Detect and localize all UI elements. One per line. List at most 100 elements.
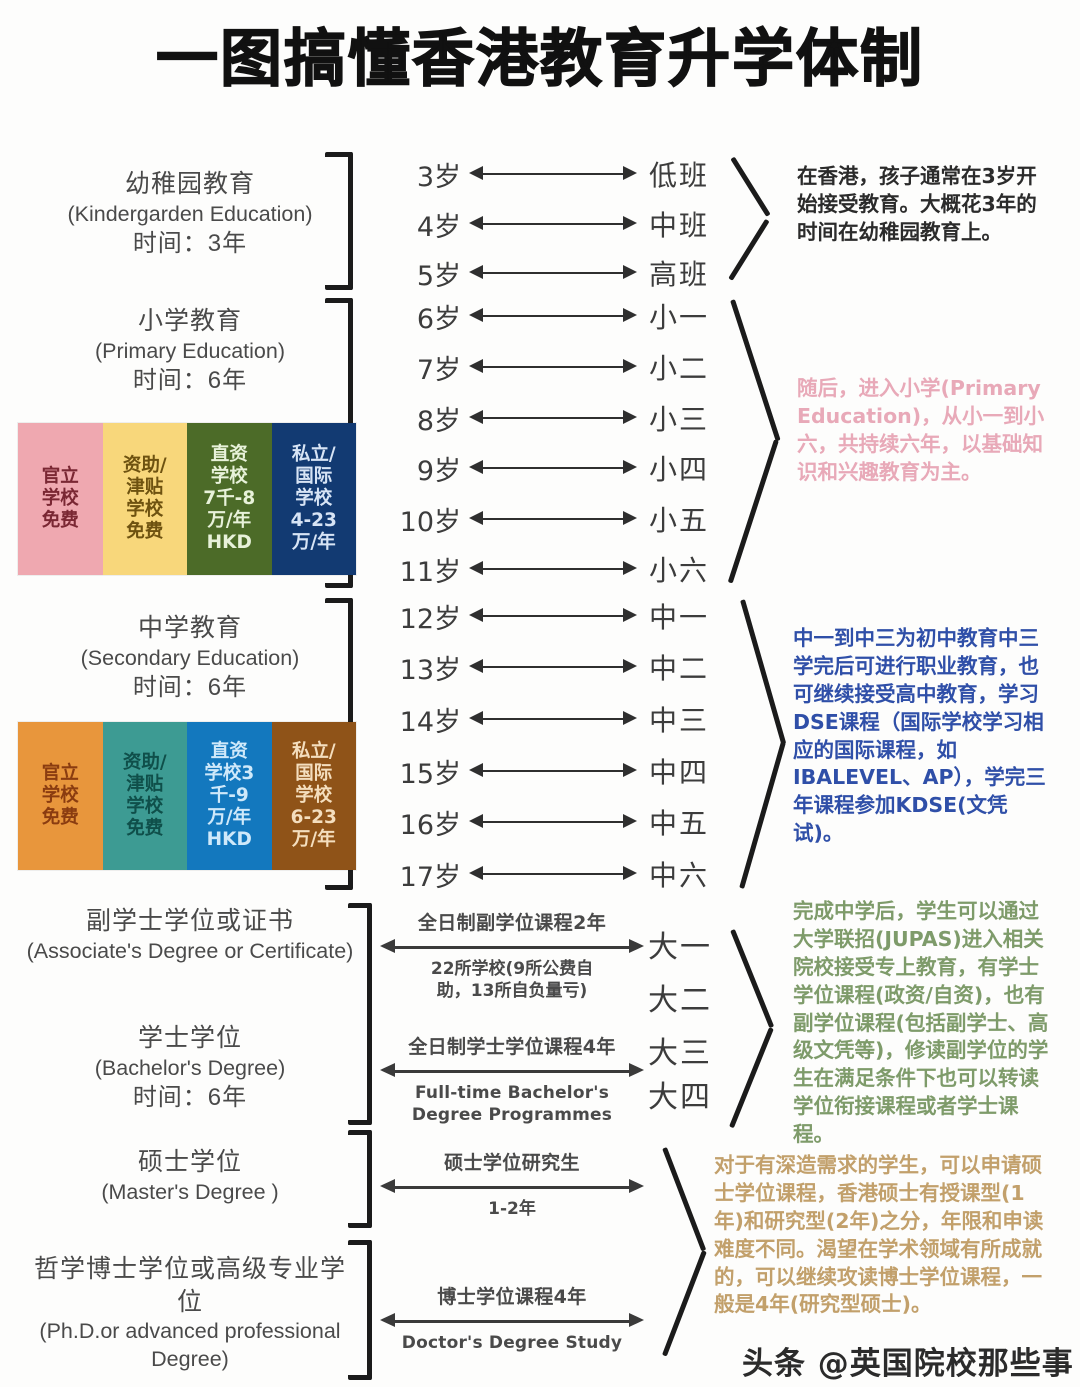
- stage-cn-kindergarten: 幼稚园教育: [124, 170, 255, 198]
- university-year-label: 大三: [648, 1036, 712, 1071]
- 双向箭头-icon: [469, 559, 637, 579]
- age-label: 8岁: [416, 405, 461, 437]
- stage-label-bachelor: 学士学位 (Bachelor's Degree) 时间：6年: [22, 1022, 358, 1114]
- program-arrow-associate: 全日制副学位课程2年 22所学校(9所公费自 助，13所自负量亏): [380, 908, 644, 1003]
- stage-en-phd: (Ph.D.or advanced professional Degree): [39, 1319, 341, 1371]
- 双向箭头-icon: [380, 1061, 644, 1081]
- school-type-line: HKD: [206, 531, 252, 553]
- chevron-right-icon-tertiary: [729, 929, 782, 1130]
- stage-en-master: (Master's Degree ): [101, 1179, 279, 1204]
- age-grade-row: 15岁 中四: [385, 749, 729, 793]
- age-label: 11岁: [399, 556, 461, 588]
- age-label: 16岁: [399, 809, 461, 841]
- school-type-line: 学校3: [204, 763, 255, 785]
- 双向箭头-icon: [469, 864, 637, 884]
- 双向箭头-icon: [469, 164, 637, 184]
- grade-label: 中五: [649, 807, 710, 840]
- school-type-line: 国际: [295, 763, 333, 785]
- stage-cn-master: 硕士学位: [137, 1148, 242, 1176]
- 双向箭头-icon: [469, 657, 637, 677]
- stage-label-associate: 副学士学位或证书 (Associate's Degree or Certific…: [22, 905, 358, 965]
- school-type-line: 万/年: [207, 806, 252, 828]
- grade-label: 中班: [649, 209, 710, 242]
- school-type-line: 资助/: [122, 752, 167, 774]
- school-type-line: 学校: [295, 488, 333, 510]
- stage-en-kindergarten: (Kindergarden Education): [67, 201, 313, 226]
- 双向箭头-icon: [380, 1311, 644, 1331]
- grade-label: 中三: [649, 704, 710, 737]
- age-grade-row: 8岁 小三: [385, 396, 729, 440]
- school-type-line: 国际: [295, 466, 333, 488]
- grade-label: 小二: [649, 352, 710, 385]
- stage-label-secondary: 中学教育 (Secondary Education) 时间：6年: [22, 612, 358, 704]
- stage-label-kindergarten: 幼稚园教育 (Kindergarden Education) 时间：3年: [30, 168, 350, 260]
- age-label: 13岁: [399, 654, 461, 686]
- chevron-right-icon-primary: [727, 299, 788, 584]
- school-type-line: 资助/: [122, 455, 167, 477]
- stage-duration-primary: 时间：6年: [132, 367, 248, 395]
- school-type-cell: 官立 学校 免费: [18, 423, 103, 575]
- program-caption: 硕士学位研究生: [444, 1152, 580, 1174]
- stage-en-associate: (Associate's Degree or Certificate): [26, 938, 354, 963]
- age-grade-row: 10岁 小五: [385, 497, 729, 541]
- note-tertiary: 完成中学后，学生可以通过大学联招(JUPAS)进入相关院校接受专上教育，有学士学…: [793, 899, 1049, 1146]
- stage-label-phd: 哲学博士学位或高级专业学位 (Ph.D.or advanced professi…: [22, 1253, 358, 1374]
- school-type-line: 学校: [295, 785, 333, 807]
- school-type-line: 6-23: [290, 806, 337, 828]
- age-grade-row: 4岁 中班: [385, 202, 729, 246]
- school-type-line: 学校: [126, 796, 164, 817]
- age-label: 9岁: [416, 455, 461, 487]
- 双向箭头-icon: [380, 1177, 644, 1197]
- 双向箭头-icon: [380, 937, 644, 957]
- school-type-line: 私立/: [291, 444, 336, 466]
- program-caption: 全日制副学位课程2年: [417, 912, 607, 934]
- 双向箭头-icon: [469, 509, 637, 529]
- age-grade-row: 12岁 中一: [385, 594, 729, 638]
- bracket-tertiary: [348, 903, 372, 1125]
- school-type-line: 津贴: [126, 774, 164, 796]
- grade-label: 低班: [649, 159, 710, 192]
- stage-cn-secondary: 中学教育: [137, 614, 242, 642]
- age-grade-row: 6岁 小一: [385, 294, 729, 338]
- stage-duration-bachelor: 时间：6年: [132, 1084, 248, 1112]
- age-label: 10岁: [399, 506, 461, 538]
- school-type-cell: 直资 学校3 千-9 万/年 HKD: [187, 722, 272, 870]
- school-type-line: 免费: [126, 520, 164, 542]
- stage-en-bachelor: (Bachelor's Degree): [94, 1055, 286, 1080]
- program-arrow-phd: 博士学位课程4年 Doctor's Degree Study: [380, 1282, 644, 1355]
- grade-label: 高班: [649, 258, 710, 291]
- age-label: 4岁: [416, 211, 461, 243]
- 双向箭头-icon: [469, 214, 637, 234]
- age-label: 3岁: [416, 161, 461, 193]
- program-caption: 全日制学士学位课程4年: [408, 1036, 616, 1058]
- age-grade-row: 9岁 小四: [385, 446, 729, 490]
- school-type-line: 免费: [41, 806, 79, 828]
- note-secondary: 中一到中三为初中教育中三学完后可进行职业教育，也可继续接受高中教育，学习DSE课…: [793, 626, 1046, 846]
- grade-label: 中一: [649, 601, 710, 634]
- school-type-cell: 私立/ 国际 学校 4-23 万/年: [271, 423, 356, 575]
- program-caption: 博士学位课程4年: [437, 1286, 587, 1308]
- university-year-label: 大二: [648, 983, 712, 1018]
- age-label: 17岁: [399, 861, 461, 893]
- stage-cn-primary: 小学教育: [137, 307, 242, 335]
- 双向箭头-icon: [469, 357, 637, 377]
- school-type-line: 万/年: [207, 509, 252, 531]
- age-grade-row: 11岁 小六: [385, 547, 729, 591]
- stage-duration-kindergarten: 时间：3年: [132, 230, 248, 258]
- chevron-right-icon-kindergarten: [728, 156, 782, 286]
- school-type-bar-primary: 官立 学校 免费 资助/ 津贴 学校 免费 直资 学校 7千-8 万/年 HKD…: [18, 423, 356, 575]
- age-grade-row: 3岁 低班: [385, 152, 729, 196]
- note-primary: 随后，进入小学(Primary Education)，从小一到小六，共持续六年，…: [797, 376, 1045, 484]
- school-type-bar-secondary: 官立 学校 免费 资助/ 津贴 学校 免费 直资 学校3 千-9 万/年 HKD…: [18, 722, 356, 870]
- school-type-line: 官立: [41, 466, 79, 488]
- age-label: 7岁: [416, 354, 461, 386]
- age-label: 14岁: [399, 706, 461, 738]
- 双向箭头-icon: [469, 761, 637, 781]
- 双向箭头-icon: [469, 306, 637, 326]
- note-kindergarten: 在香港，孩子通常在3岁开始接受教育。大概花3年的时间在幼稚园教育上。: [797, 164, 1037, 244]
- chevron-right-icon-postgrad: [662, 1147, 714, 1358]
- age-label: 6岁: [416, 303, 461, 335]
- program-sub-line1: 1-2年: [488, 1199, 536, 1219]
- school-type-line: HKD: [206, 828, 252, 850]
- chevron-right-icon-secondary: [739, 599, 792, 889]
